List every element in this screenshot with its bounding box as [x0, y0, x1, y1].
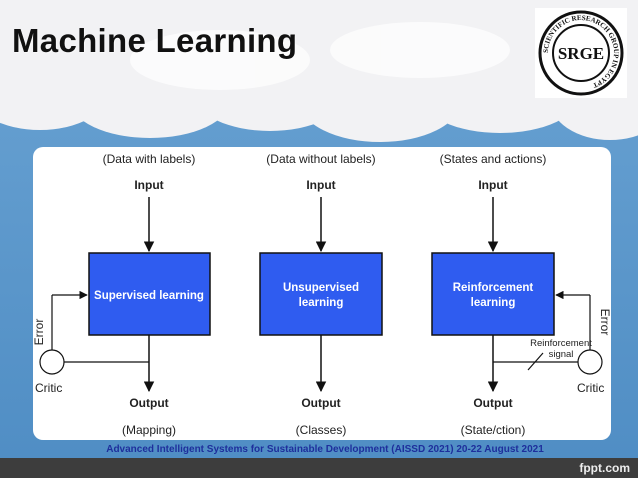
column-supervised: (Data with labels) Input Supervised lear… — [32, 152, 211, 437]
reinforcement-learning-box — [431, 252, 555, 336]
unsupervised-learning-box — [259, 252, 383, 336]
box-label-reinforcement-2: learning — [471, 297, 516, 309]
header-unsupervised: (Data without labels) — [266, 152, 375, 166]
ml-types-diagram: (Data with labels) Input Supervised lear… — [32, 152, 612, 437]
column-unsupervised: (Data without labels) Input Unsupervised… — [259, 152, 383, 437]
output-label-reinforcement: Output — [473, 396, 512, 410]
srge-seal-icon: SCIENTIFIC RESEARCH GROUP IN EGYPT SRGE — [538, 10, 624, 96]
signal-label-1: Reinforcement — [530, 338, 592, 349]
input-label-supervised: Input — [134, 178, 163, 192]
header-reinforcement: (States and actions) — [440, 152, 547, 166]
srge-logo: SCIENTIFIC RESEARCH GROUP IN EGYPT SRGE — [535, 8, 627, 98]
signal-tick — [527, 352, 544, 371]
brand-label: fppt.com — [579, 461, 630, 475]
signal-label-2: signal — [549, 349, 574, 360]
conference-footer: Advanced Intelligent Systems for Sustain… — [106, 444, 544, 455]
input-label-reinforcement: Input — [478, 178, 507, 192]
input-label-unsupervised: Input — [306, 178, 335, 192]
slide-title: Machine Learning — [12, 22, 298, 59]
output-label-unsupervised: Output — [301, 396, 340, 410]
diagram-panel: (Data with labels) Input Supervised lear… — [32, 147, 612, 440]
box-label-supervised: Supervised learning — [94, 290, 204, 302]
error-label-right: Error — [598, 309, 611, 336]
result-label-reinforcement: (State/ction) — [461, 423, 526, 437]
output-label-supervised: Output — [129, 396, 168, 410]
result-label-unsupervised: (Classes) — [296, 423, 347, 437]
error-label-left: Error — [33, 319, 46, 346]
box-label-unsupervised-1: Unsupervised — [283, 282, 359, 294]
box-label-reinforcement-1: Reinforcement — [453, 282, 534, 294]
critic-label-right: Critic — [577, 381, 604, 395]
header-supervised: (Data with labels) — [103, 152, 196, 166]
critic-node-right — [577, 349, 603, 375]
logo-text: SRGE — [558, 44, 604, 63]
box-label-unsupervised-2: learning — [299, 297, 344, 309]
bottom-bar: fppt.com — [0, 458, 638, 478]
critic-label-left: Critic — [35, 381, 62, 395]
column-reinforcement: (States and actions) Input Reinforcement… — [431, 152, 612, 437]
critic-node-left — [39, 349, 65, 375]
result-label-supervised: (Mapping) — [122, 423, 176, 437]
